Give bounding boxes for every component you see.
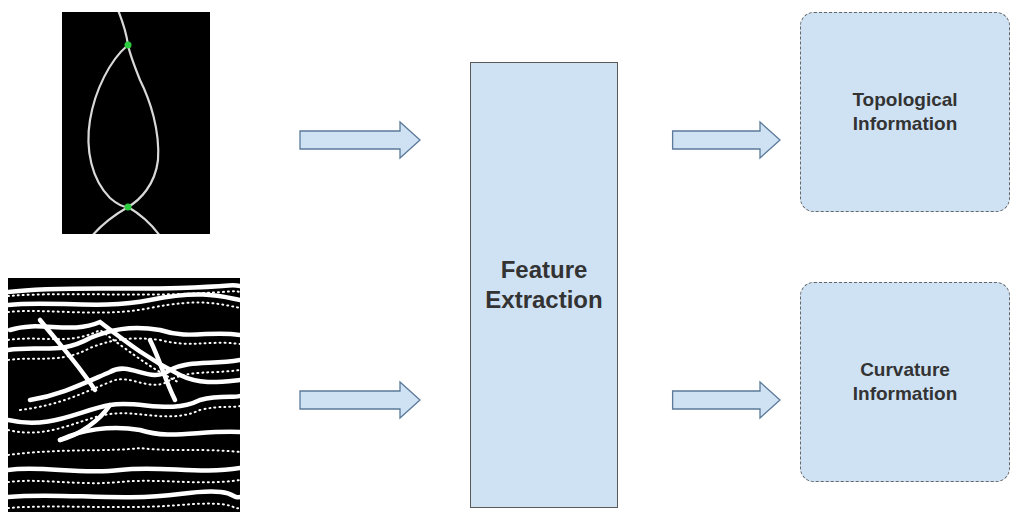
image-ground: [8, 278, 240, 512]
graph-vertex: [125, 204, 132, 211]
input-arrow: [300, 122, 420, 418]
graph-vertex: [125, 42, 132, 49]
graph-edge: [128, 207, 160, 234]
block-arrow: [300, 382, 420, 418]
block-arrow: [300, 122, 420, 158]
node-label: Curvature Information: [830, 358, 980, 406]
block-arrow: [673, 122, 780, 158]
output-box: Topological Information: [800, 12, 1010, 212]
graph-edge: [88, 45, 158, 207]
vessel-lines: [8, 285, 240, 497]
block-arrow: [673, 382, 780, 418]
vessel-speckle: [8, 291, 240, 508]
vessel-image: [8, 278, 240, 512]
node-label: Feature Extraction: [482, 255, 606, 315]
output-box: Curvature Information: [800, 282, 1010, 482]
node-label: Topological Information: [830, 88, 980, 136]
graph-edge: [118, 12, 128, 45]
process-box: Feature Extraction: [470, 62, 618, 508]
graph-edge: [92, 207, 128, 234]
image-ground: [62, 12, 210, 234]
graph-image: [62, 10, 210, 236]
